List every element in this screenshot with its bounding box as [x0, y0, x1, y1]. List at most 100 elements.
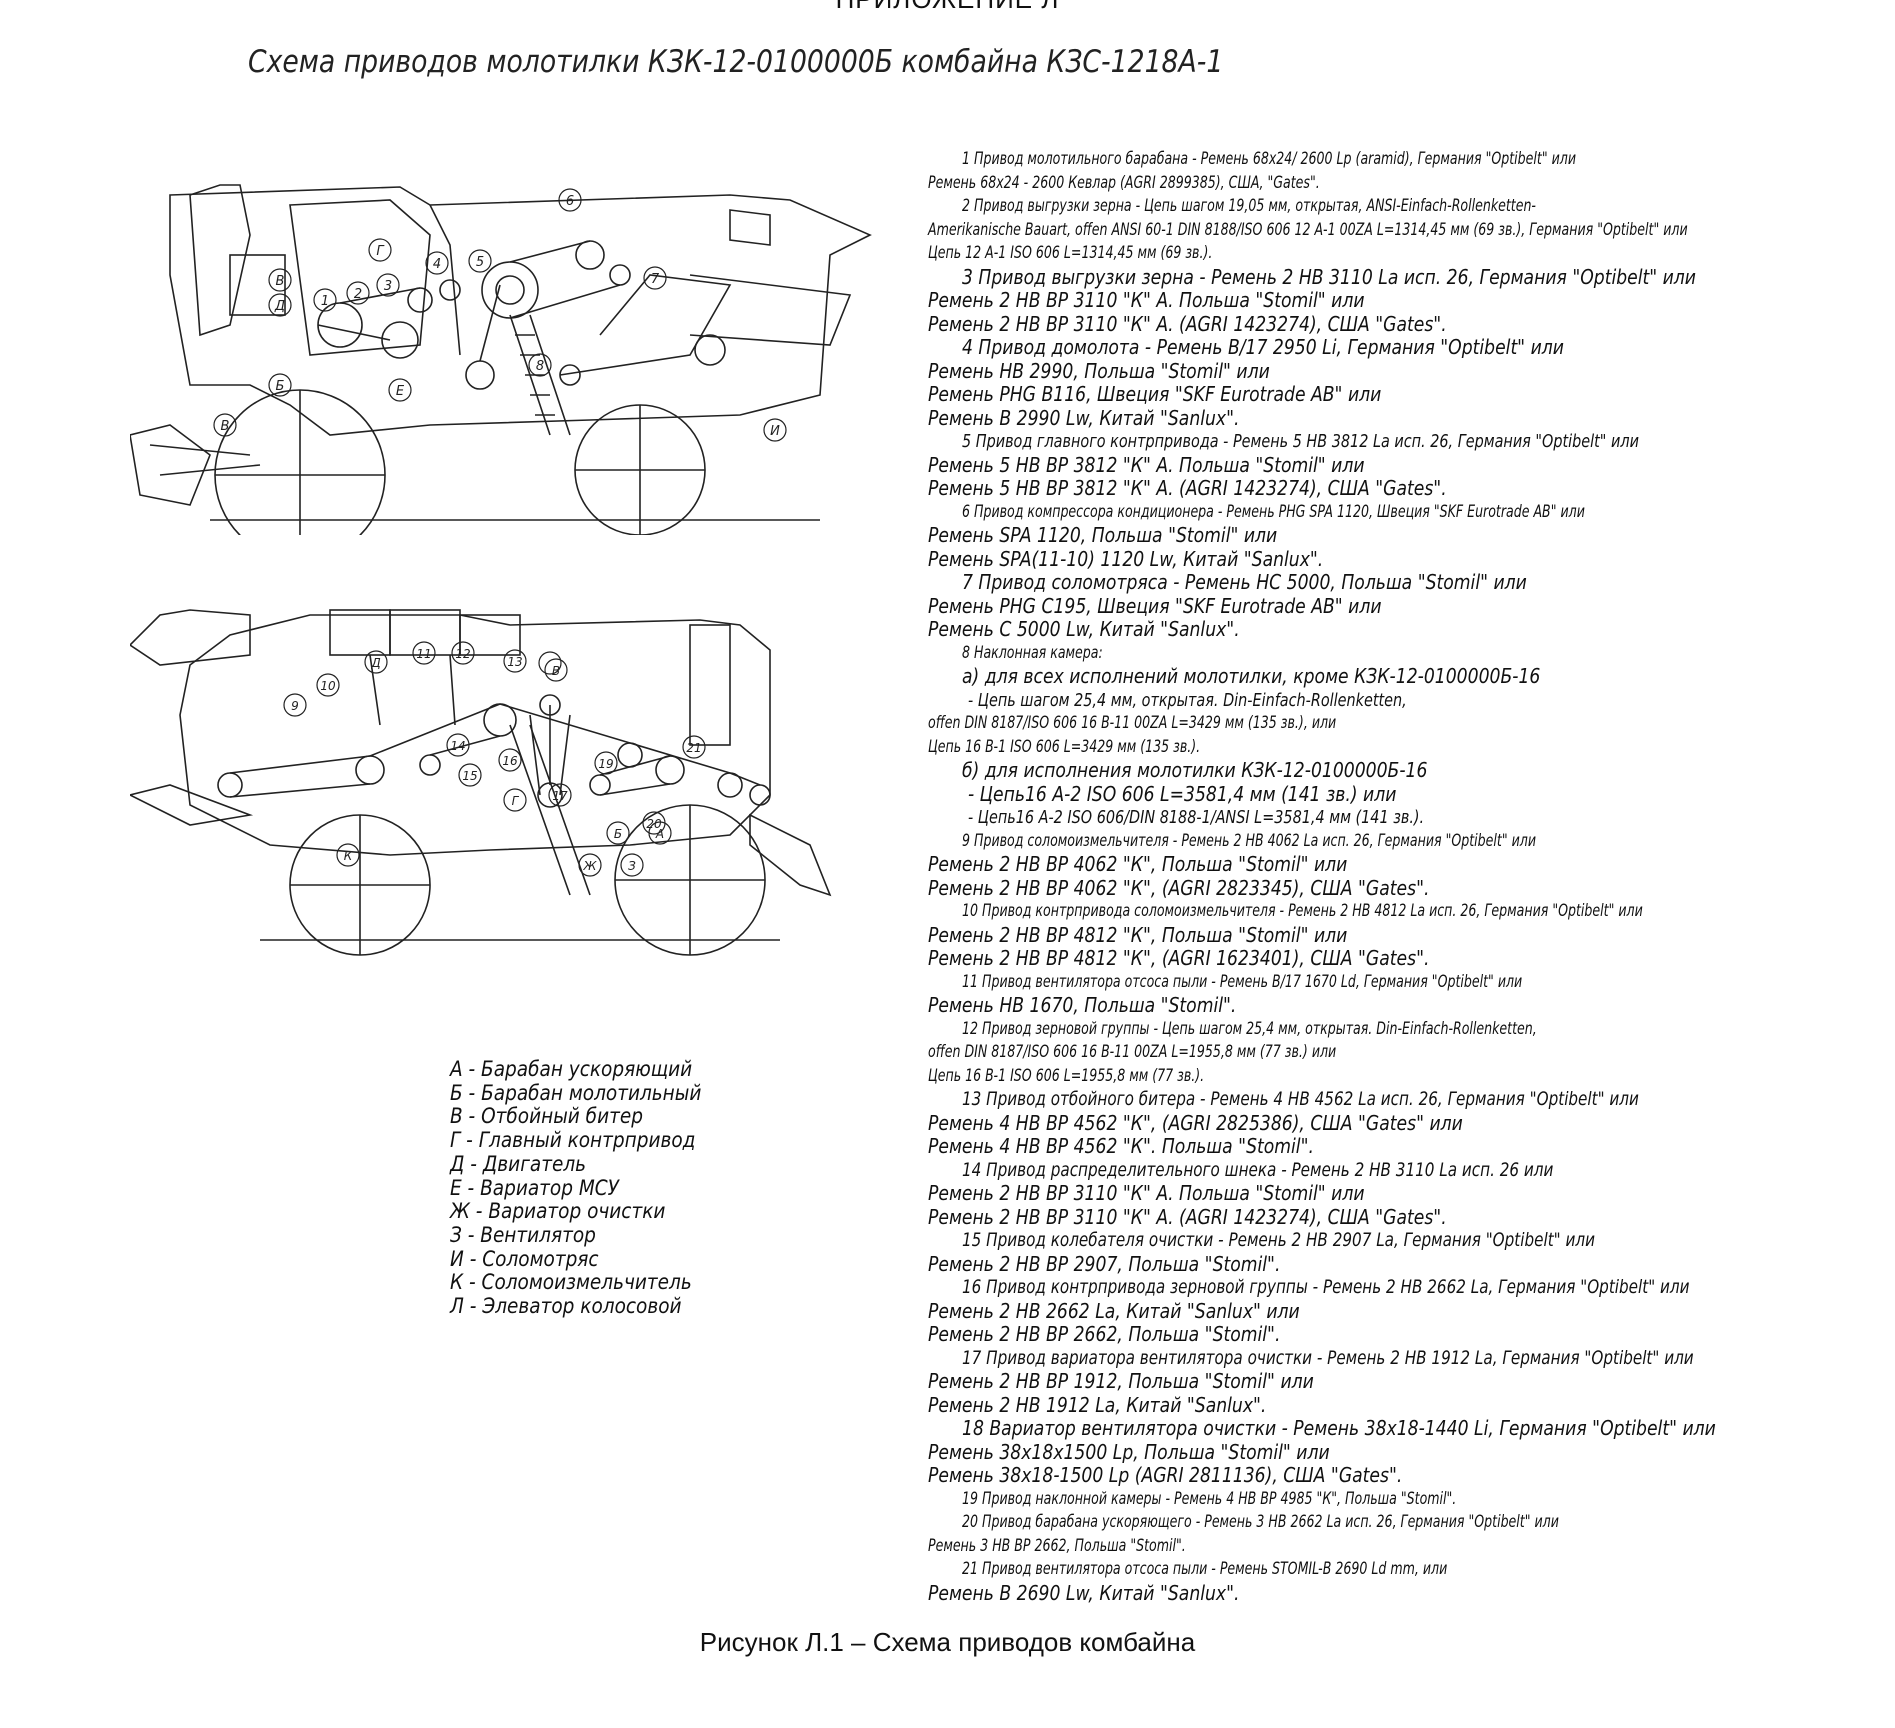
- drive-spec-line: Ремень 2 НВ ВР 3110 "К" А. (AGRI 1423274…: [928, 311, 1447, 336]
- legend-item: Ж - Вариатор очистки: [450, 1199, 666, 1224]
- drive-spec-heading: 1 Привод молотильного барабана - Ремень …: [962, 149, 1577, 169]
- drive-spec-heading: 18 Вариатор вентилятора очистки - Ремень…: [962, 1416, 1716, 1440]
- legend-item: И - Соломотряс: [450, 1246, 599, 1271]
- drive-spec-line: Ремень 2 НВ ВР 4062 "К", Польша "Stomil"…: [928, 852, 1348, 876]
- drawing-label: 13: [507, 655, 522, 669]
- drive-spec-line: Ремень 2 НВ 2662 La, Китай "Sanlux" или: [928, 1298, 1300, 1323]
- drawing-label: Д: [370, 656, 380, 670]
- drive-spec-heading: 17 Привод вариатора вентилятора очистки …: [962, 1346, 1694, 1369]
- drawing-label: 16: [502, 754, 518, 768]
- drawing-label: 8: [536, 359, 544, 374]
- drawing-label: Е: [396, 384, 405, 399]
- drive-spec-line: Ремень C 5000 Lw, Китай "Sanlux".: [928, 617, 1240, 641]
- drawing-label: В: [221, 419, 230, 434]
- drive-spec-line: Цепь 16 B-1 ISO 606 L=3429 мм (135 зв.).: [928, 736, 1201, 757]
- drive-spec-line: - Цепь16 А-2 ISO 606 L=3581,4 мм (141 зв…: [968, 781, 1397, 806]
- drive-spec-line: Ремень PHG B116, Швеция "SKF Eurotrade A…: [928, 382, 1382, 406]
- drawing-label: 21: [686, 741, 701, 755]
- drive-spec-line: Ремень 2 НВ ВР 2907, Польша "Stomil".: [928, 1251, 1281, 1276]
- drive-spec-heading: 19 Привод наклонной камеры - Ремень 4 НВ…: [962, 1488, 1457, 1509]
- drive-spec-line: Цепь 16 B-1 ISO 606 L=1955,8 мм (77 зв.)…: [928, 1065, 1205, 1086]
- legend-item: Д - Двигатель: [450, 1151, 587, 1176]
- drive-spec-line: Ремень 2 НВ ВР 4812 "К", (AGRI 1623401),…: [928, 946, 1430, 970]
- drawing-label: И: [770, 424, 780, 439]
- drive-spec-heading: 14 Привод распределительного шнека - Рем…: [962, 1158, 1554, 1181]
- drawing-label: 12: [455, 647, 470, 661]
- drive-spec-line: Цепь 12 A-1 ISO 606 L=1314,45 мм (69 зв.…: [928, 243, 1213, 263]
- legend-item: З - Вентилятор: [450, 1222, 596, 1247]
- drive-spec-heading: 12 Привод зерновой группы - Цепь шагом 2…: [962, 1018, 1537, 1039]
- drawing-label: К: [344, 849, 353, 863]
- drive-spec-heading: б) для исполнения молотилки КЗК-12-01000…: [962, 758, 1428, 782]
- drive-spec-line: Ремень 68х24 - 2600 Кевлар (AGRI 2899385…: [928, 172, 1320, 193]
- drive-spec-line: Ремень PHG C195, Швеция "SKF Eurotrade A…: [928, 593, 1382, 618]
- drive-spec-heading: 3 Привод выгрузки зерна - Ремень 2 НВ 31…: [962, 264, 1696, 289]
- drive-spec-line: Ремень 3 НВ ВР 2662, Польша "Stomil".: [928, 1535, 1186, 1556]
- drawing-label: 11: [416, 647, 431, 661]
- combine-drawing-bottom: К 9 10 Д 11 12 13 В 14 15 16 Г 17 19 20 …: [130, 595, 900, 965]
- drive-spec-line: Ремень 2 НВ ВР 1912, Польша "Stomil" или: [928, 1369, 1314, 1393]
- legend: А - Барабан ускоряющий Б - Барабан молот…: [450, 1057, 736, 1319]
- legend-item: Г - Главный контрпривод: [450, 1128, 696, 1153]
- drive-spec-line: Ремень 4 НВ ВР 4562 "К". Польша "Stomil"…: [928, 1134, 1314, 1158]
- drive-spec-heading: 10 Привод контрпривода соломоизмельчител…: [962, 901, 1643, 921]
- drive-spec-heading: 5 Привод главного контрпривода - Ремень …: [962, 431, 1639, 452]
- drawing-label: Г: [376, 244, 385, 259]
- drawing-label: 6: [566, 194, 574, 209]
- combine-top-svg: В 1 2 3 4 Г 5 6 7 8 Б Е В Д И: [130, 184, 872, 535]
- drive-spec-line: Ремень 5 НВ ВР 3812 "К" А. (AGRI 1423274…: [928, 476, 1447, 500]
- drive-spec-line: Ремень 2 НВ ВР 2662, Польша "Stomil".: [928, 1322, 1281, 1346]
- drawing-label: 10: [320, 679, 336, 693]
- drawing-label: 14: [450, 739, 465, 753]
- drive-spec-line: - Цепь16 А-2 ISO 606/DIN 8188-1/ANSI L=3…: [968, 807, 1425, 828]
- drive-spec-line: Ремень 2 НВ 1912 La, Китай "Sanlux".: [928, 1392, 1267, 1417]
- drive-spec-line: Ремень 2 НВ ВР 3110 "К" А. (AGRI 1423274…: [928, 1204, 1447, 1229]
- drawing-label: 4: [433, 257, 441, 272]
- legend-item: В - Отбойный битер: [450, 1104, 643, 1129]
- legend-item: Е - Вариатор МСУ: [450, 1175, 619, 1200]
- drive-spec-line: Ремень 38х18х1500 Lp, Польша "Stomil" ил…: [928, 1439, 1330, 1464]
- figure-caption: Рисунок Л.1 – Схема приводов комбайна: [699, 1627, 1196, 1657]
- drive-spec-line: Ремень НВ 1670, Польша "Stomil".: [928, 993, 1237, 1017]
- drawing-label: Б: [276, 379, 285, 394]
- drawing-label: 15: [462, 769, 477, 783]
- drive-spec-heading: 16 Привод контрпривода зерновой группы -…: [962, 1276, 1690, 1298]
- drive-spec-line: Ремень 2 НВ ВР 3110 "К" А. Польша "Stomi…: [928, 288, 1365, 312]
- legend-item: К - Соломоизмельчитель: [450, 1270, 692, 1295]
- drawing-label: Б: [614, 827, 622, 841]
- drive-spec-heading: 9 Привод соломоизмельчителя - Ремень 2 Н…: [962, 830, 1537, 851]
- combine-bottom-svg: К 9 10 Д 11 12 13 В 14 15 16 Г 17 19 20 …: [130, 609, 832, 956]
- drive-spec-heading: 8 Наклонная камера:: [962, 642, 1103, 663]
- drawing-label: 9: [291, 699, 299, 713]
- drawing-label: 17: [552, 789, 568, 803]
- drawing-label: 7: [651, 272, 660, 287]
- drawing-label: 19: [598, 757, 613, 771]
- drive-spec-heading: 15 Привод колебателя очистки - Ремень 2 …: [962, 1229, 1595, 1251]
- drive-spec-line: - Цепь шагом 25,4 мм, открытая. Din-Einf…: [968, 689, 1407, 711]
- legend-item: Б - Барабан молотильный: [450, 1080, 702, 1105]
- drive-spec-line: Ремень 4 НВ ВР 4562 "К", (AGRI 2825386),…: [928, 1110, 1463, 1135]
- drive-spec-line: Ремень B 2690 Lw, Китай "Sanlux".: [928, 1580, 1240, 1605]
- drive-spec-heading: 7 Привод соломотряса - Ремень НС 5000, П…: [962, 570, 1527, 594]
- drawing-label: 2: [354, 287, 362, 302]
- drawing-label: А: [655, 827, 664, 841]
- drive-spec-line: offen DIN 8187/ISO 606 16 B-11 00ZA L=19…: [928, 1042, 1337, 1062]
- drawing-label: Г: [512, 794, 520, 808]
- drive-spec-line: Ремень SPA 1120, Польша "Stomil" или: [928, 523, 1278, 547]
- drive-spec-line: Ремень B 2990 Lw, Китай "Sanlux".: [928, 405, 1240, 430]
- drive-spec-heading: 13 Привод отбойного битера - Ремень 4 НВ…: [962, 1088, 1639, 1110]
- drive-spec-line: Ремень НВ 2990, Польша "Stomil" или: [928, 358, 1270, 383]
- drawing-label: 5: [476, 255, 484, 270]
- drive-spec-heading: 20 Привод барабана ускоряющего - Ремень …: [962, 1512, 1559, 1532]
- drawing-label: В: [276, 274, 285, 289]
- drawing-label: 1: [321, 294, 329, 309]
- drive-spec-heading: а) для всех исполнений молотилки, кроме …: [962, 664, 1541, 688]
- drive-spec-heading: 4 Привод домолота - Ремень В/17 2950 Li,…: [962, 335, 1564, 359]
- drawing-label: Д: [274, 299, 285, 314]
- legend-item: Л - Элеватор колосовой: [450, 1294, 682, 1319]
- drive-spec-heading: 11 Привод вентилятора отсоса пыли - Реме…: [962, 971, 1523, 992]
- legend-item: А - Барабан ускоряющий: [450, 1057, 693, 1081]
- drive-spec-line: Ремень 2 НВ ВР 4812 "К", Польша "Stomil"…: [928, 922, 1348, 947]
- drive-spec-line: offen DIN 8187/ISO 606 16 B-11 00ZA L=34…: [928, 713, 1337, 733]
- drive-spec-heading: 21 Привод вентилятора отсоса пыли - Реме…: [962, 1559, 1448, 1579]
